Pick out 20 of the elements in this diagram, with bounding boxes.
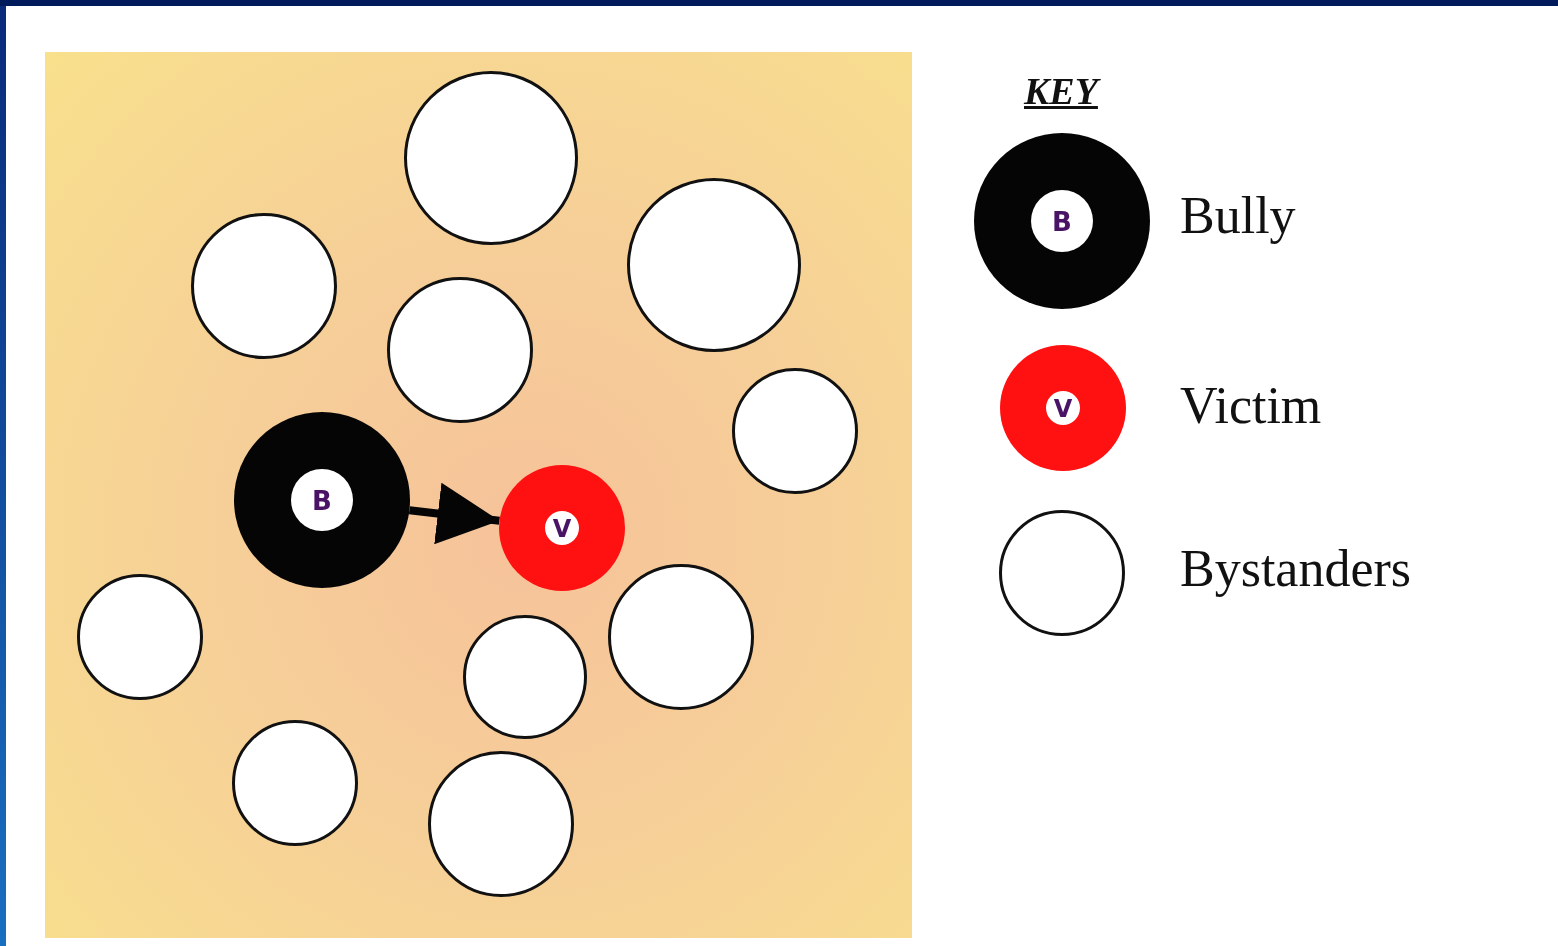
legend-label: Victim xyxy=(1180,380,1322,432)
bystander-circle xyxy=(191,213,337,359)
bystander-circle xyxy=(404,71,578,245)
bully-circle xyxy=(234,412,410,588)
legend-letter: V xyxy=(1053,397,1073,421)
role-letter: V xyxy=(552,517,572,541)
victim-circle xyxy=(499,465,625,591)
bystander-circle xyxy=(428,751,574,897)
bystander-circle xyxy=(77,574,203,700)
bystander-circle xyxy=(608,564,754,710)
arrow xyxy=(408,482,500,545)
legend-label: Bully xyxy=(1180,190,1296,242)
bystander-circle xyxy=(732,368,858,494)
bystander-circle xyxy=(387,277,533,423)
role-letter: B xyxy=(312,488,332,514)
bystander-circle xyxy=(463,615,587,739)
bystander-circle xyxy=(627,178,801,352)
bystander-circle xyxy=(232,720,358,846)
legend-label: Bystanders xyxy=(1180,543,1412,595)
legend-letter: B xyxy=(1052,209,1072,235)
